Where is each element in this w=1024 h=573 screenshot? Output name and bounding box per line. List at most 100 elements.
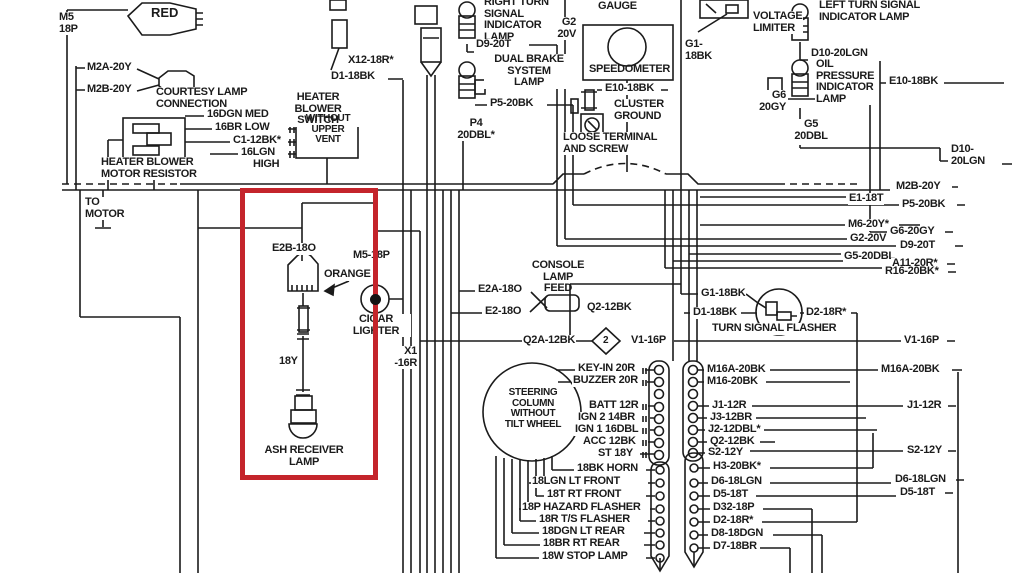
red-connector-symbol: [126, 2, 203, 36]
splice-diamond-symbol: [590, 326, 622, 356]
label-e2-18o: E2-18O: [484, 305, 523, 318]
label-18br-rt-rear: 18BR RT REAR: [542, 537, 621, 550]
label-d9-20t-right: D9-20T: [899, 239, 936, 252]
label-ign2-14br: IGN 2 14BR: [577, 411, 636, 424]
label-p4-20dbl: P4 20DBL*: [449, 117, 503, 141]
ash-receiver-lamp-symbol: [287, 250, 319, 439]
label-s2-12y: S2-12Y: [707, 446, 744, 459]
label-16lgn: 16LGN: [240, 146, 276, 159]
label-g1-18bk-flasher: G1-18BK: [700, 287, 747, 300]
label-18r-ts-flasher: 18R T/S FLASHER: [538, 513, 631, 526]
x12-component-symbol: [329, 0, 348, 49]
label-turn-signal-flasher: TURN SIGNAL FLASHER: [711, 322, 838, 335]
label-m16a-20bk: M16A-20BK: [706, 363, 767, 376]
connector-strip-a: [648, 360, 670, 466]
cigar-lighter-contact-dot: [370, 294, 381, 305]
orange-arrowhead: [323, 283, 335, 297]
label-m2a-20y: M2A-20Y: [86, 61, 133, 74]
label-g6-20gy-right: G6-20GY: [889, 225, 936, 238]
label-18bk-horn: 18BK HORN: [576, 462, 639, 475]
label-key-in-20r: KEY-IN 20R: [577, 362, 636, 375]
label-g1-18bk-top: G1- 18BK: [684, 38, 713, 62]
label-oil-pressure-indicator-lamp: OIL PRESSURE INDICATOR LAMP: [815, 58, 876, 105]
label-red-connector: RED: [151, 5, 179, 20]
label-loose-terminal-and-screw: LOOSE TERMINAL AND SCREW: [562, 131, 659, 155]
label-v1-16p: V1-16P: [630, 334, 667, 347]
label-right-turn-signal-indicator-lamp: RIGHT TURN SIGNAL INDICATOR LAMP: [483, 0, 550, 43]
voltage-limiter-symbol: [699, 0, 749, 19]
label-d1-18bk-top: D1-18BK: [330, 70, 376, 83]
label-e2a-18o: E2A-18O: [477, 283, 523, 296]
label-st-18y: ST 18Y: [597, 447, 634, 460]
label-e2b-18o: E2B-18O: [271, 242, 317, 255]
fuse-component-symbol: [414, 5, 442, 78]
label-g6-20gy: G6 20GY: [741, 89, 787, 113]
label-d10-20lgn-b: D10- 20LGN: [950, 143, 986, 167]
label-18y: 18Y: [278, 355, 299, 368]
label-dual-brake-system-lamp: DUAL BRAKE SYSTEM LAMP: [484, 53, 574, 89]
label-p5-20bk: P5-20BK: [489, 97, 535, 110]
label-e10-18bk-right: E10-18BK: [888, 75, 939, 88]
label-x12-18r: X12-18R*: [347, 54, 395, 67]
label-16dgn-med: 16DGN MED: [206, 108, 270, 121]
label-j3-12br: J3-12BR: [709, 411, 753, 424]
label-left-turn-signal-indicator-lamp: LEFT TURN SIGNAL INDICATOR LAMP: [818, 0, 921, 23]
label-cluster-ground: CLUSTER GROUND: [613, 98, 665, 122]
label-c1-12bk: C1-12BK*: [232, 134, 282, 147]
label-s2-12y-right: S2-12Y: [906, 444, 943, 457]
label-p5-20bk-right: P5-20BK: [901, 198, 947, 211]
console-lamp-feed-symbol: [544, 294, 580, 312]
label-m6-20y: M6-20Y*: [847, 218, 890, 231]
wire-segment: [62, 0, 1012, 573]
label-g5-20dbl-right: G5-20DBL: [843, 250, 896, 263]
label-j2-12dbl: J2-12DBL*: [707, 423, 762, 436]
highlight-box-ash-receiver-circuit: [240, 188, 378, 480]
label-18w-stop-lamp: 18W STOP LAMP: [541, 550, 629, 563]
label-j1-12r-right: J1-12R: [906, 399, 943, 412]
label-console-lamp-feed: CONSOLE LAMP FEED: [531, 259, 585, 294]
wire-segment-dashed: [62, 162, 858, 185]
label-d6-18lgn-right: D6-18LGN: [894, 473, 947, 486]
label-m2b-20y-right: M2B-20Y: [895, 180, 942, 193]
dual-brake-lamp-symbol: [458, 61, 486, 99]
label-batt-12r: BATT 12R: [588, 399, 640, 412]
label-steering-column: STEERING COLUMN WITHOUT TILT WHEEL: [504, 387, 562, 430]
label-d8-18dgn: D8-18DGN: [710, 527, 765, 540]
label-buzzer-20r: BUZZER 20R: [572, 374, 639, 387]
label-v1-16p-right: V1-16P: [903, 334, 940, 347]
label-18lgn-lt-front: 18LGN LT FRONT: [531, 475, 621, 488]
label-d7-18br: D7-18BR: [712, 540, 758, 553]
right-turn-lamp-symbol: [458, 1, 476, 39]
connector-strip-d: [684, 452, 704, 569]
label-orange: ORANGE: [323, 268, 372, 281]
label-a11-20r: A11-20R*: [891, 257, 939, 270]
label-q2a-12bk: Q2A-12BK: [522, 334, 577, 347]
label-g2-20v-right: G2-20V: [849, 232, 888, 245]
label-heater-blower-motor-resistor: HEATER BLOWER MOTOR RESISTOR: [100, 156, 198, 180]
speedometer-symbol: [582, 24, 674, 81]
label-heater-blower-switch: HEATER BLOWER SWITCH: [277, 91, 359, 127]
label-d5-18t: D5-18T: [712, 488, 749, 501]
label-splice-2: 2: [603, 335, 609, 346]
cluster-ground-symbols: [570, 89, 604, 137]
label-d6-18lgn: D6-18LGN: [710, 475, 763, 488]
label-g5-20dbl-a: G5 20DBL: [786, 118, 836, 142]
label-voltage-limiter: VOLTAGE LIMITER: [752, 10, 804, 34]
label-18dgn-lt-rear: 18DGN LT REAR: [541, 525, 626, 538]
label-gauge: GAUGE: [597, 0, 638, 13]
label-m5-18p: M5 18P: [58, 11, 79, 35]
label-m5-18p-b: M5-18P: [352, 249, 391, 262]
label-d10-20lgn-a: D10-20LGN: [810, 47, 869, 60]
label-m2b-20y: M2B-20Y: [86, 83, 133, 96]
label-18p-hazard-flasher: 18P HAZARD FLASHER: [521, 501, 642, 514]
label-h3-20bk: H3-20BK*: [712, 460, 762, 473]
label-to-motor: TO MOTOR: [84, 196, 126, 220]
connector-strip-c: [650, 461, 670, 573]
label-q2-12bk-strip: Q2-12BK: [709, 435, 756, 448]
label-16br-low: 16BR LOW: [214, 121, 271, 134]
label-e1-18t: E1-18T: [848, 192, 885, 205]
label-d9-20t: D9-20T: [475, 38, 512, 51]
label-courtesy-lamp-connection: COURTESY LAMP CONNECTION: [155, 86, 249, 110]
